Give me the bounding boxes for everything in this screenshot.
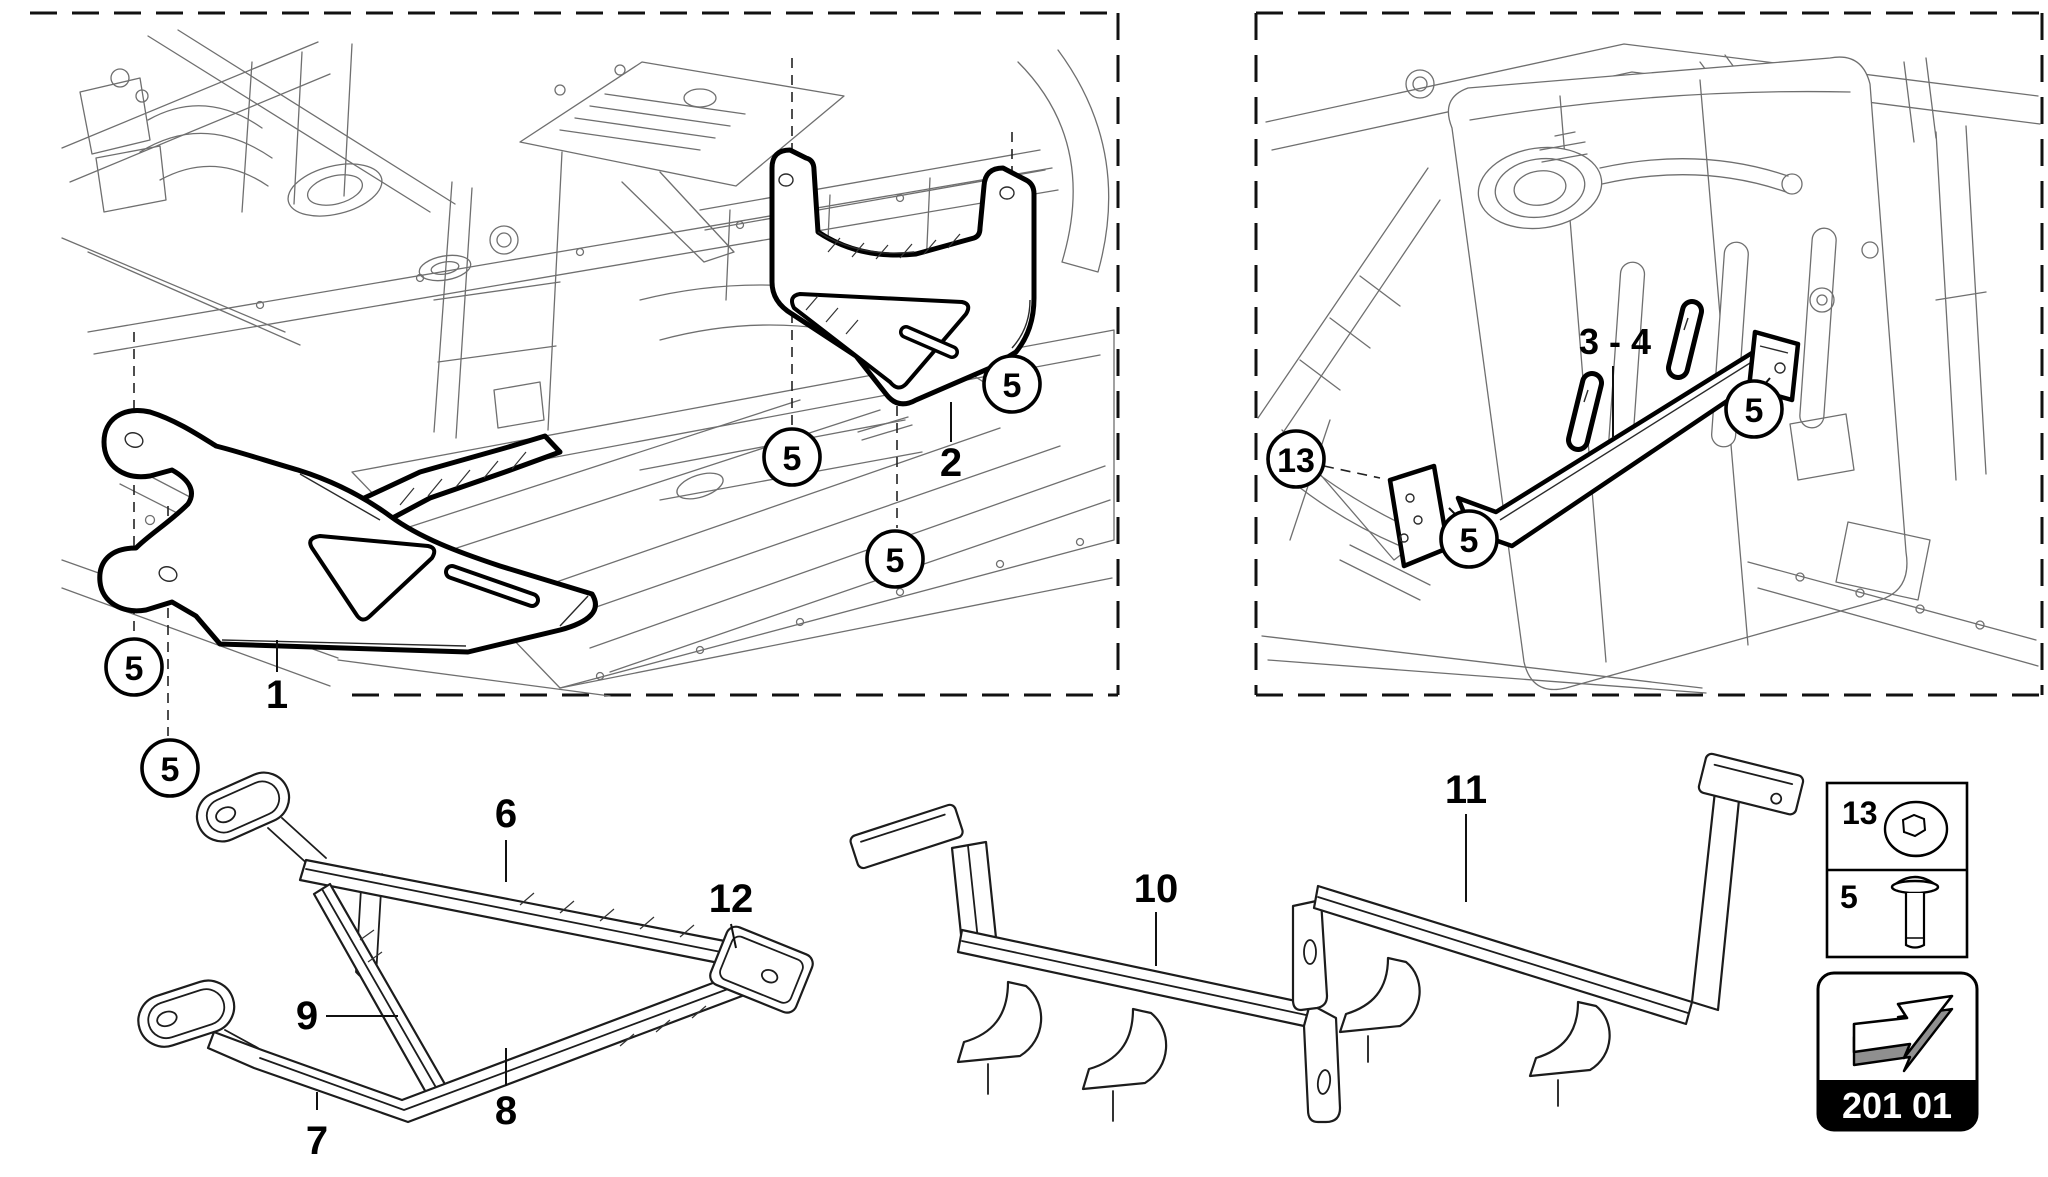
callout-5-part1-lower[interactable]: 5 bbox=[140, 738, 200, 798]
callout-5-part2-right[interactable]: 5 bbox=[982, 354, 1042, 414]
part-label-2[interactable]: 2 bbox=[940, 441, 962, 485]
part-label-11[interactable]: 11 bbox=[1445, 768, 1487, 812]
fuel-tank-context-drawing bbox=[1257, 43, 2041, 694]
fastener-legend: 13 5 bbox=[1825, 781, 1969, 959]
part-label-7[interactable]: 7 bbox=[306, 1119, 328, 1163]
part-11-bracket-drawing bbox=[1291, 752, 1805, 1107]
part-number-labels: 1 2 3 - 4 6 7 8 9 10 11 12 bbox=[266, 321, 1651, 1163]
table-nav-box[interactable]: 201 01 bbox=[1816, 971, 1979, 1132]
callout-5-tank-left[interactable]: 5 bbox=[1439, 509, 1499, 569]
part-label-9[interactable]: 9 bbox=[296, 994, 318, 1038]
panel-borders bbox=[30, 11, 2044, 697]
part-10-bracket-drawing bbox=[849, 803, 1342, 1124]
svg-text:5: 5 bbox=[1003, 367, 1022, 405]
assembly-hatching bbox=[359, 892, 707, 1047]
legend-ref-5[interactable]: 5 bbox=[1840, 879, 1858, 915]
part-label-12[interactable]: 12 bbox=[709, 877, 754, 921]
legend-ref-13[interactable]: 13 bbox=[1842, 795, 1878, 831]
part-1-bracket-drawing bbox=[97, 332, 598, 736]
part-2-hatching bbox=[805, 233, 961, 335]
svg-text:5: 5 bbox=[161, 751, 180, 789]
part-label-3-4[interactable]: 3 - 4 bbox=[1579, 321, 1651, 362]
part-label-10[interactable]: 10 bbox=[1134, 867, 1179, 911]
part-label-1[interactable]: 1 bbox=[266, 673, 288, 717]
svg-text:13: 13 bbox=[1277, 442, 1315, 480]
nav-code: 201 01 bbox=[1842, 1085, 1952, 1126]
callout-13-tank[interactable]: 13 bbox=[1266, 429, 1326, 489]
svg-text:5: 5 bbox=[125, 650, 144, 688]
svg-text:5: 5 bbox=[886, 542, 905, 580]
callout-5-part2-left[interactable]: 5 bbox=[762, 427, 822, 487]
part-label-6[interactable]: 6 bbox=[495, 792, 517, 836]
part-label-8[interactable]: 8 bbox=[495, 1089, 517, 1133]
svg-text:5: 5 bbox=[1460, 522, 1479, 560]
callout-5-part2-bottom[interactable]: 5 bbox=[865, 529, 925, 589]
part-2-bracket-drawing bbox=[769, 58, 1037, 528]
callout-5-part1-upper[interactable]: 5 bbox=[104, 637, 164, 697]
svg-text:5: 5 bbox=[783, 440, 802, 478]
callout-5-tank-right[interactable]: 5 bbox=[1724, 379, 1784, 439]
svg-text:5: 5 bbox=[1745, 392, 1764, 430]
table-arrow-icon bbox=[1852, 994, 1954, 1073]
nav-code-bar bbox=[1818, 1080, 1977, 1130]
bolt-icon bbox=[1890, 875, 1940, 949]
part-1-hatching bbox=[399, 451, 527, 506]
chassis-context-drawing bbox=[61, 29, 1115, 697]
callout-circles: 5 5 5 5 5 13 5 5 bbox=[104, 354, 1784, 798]
part-6789-assembly-drawing bbox=[137, 771, 814, 1124]
washer-icon bbox=[1883, 800, 1949, 858]
